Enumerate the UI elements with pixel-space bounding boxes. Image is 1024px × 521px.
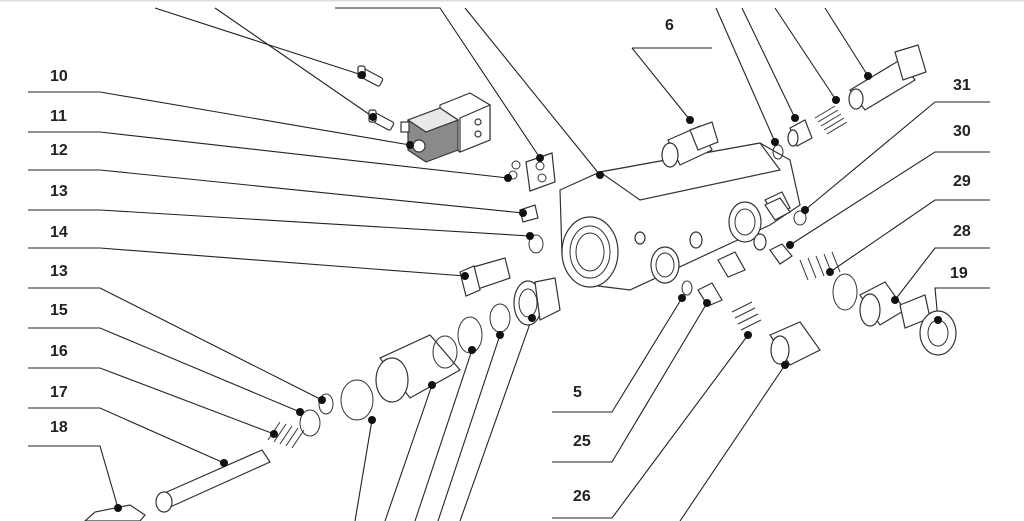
label-19: 19 bbox=[950, 265, 968, 282]
oring-13-upper bbox=[528, 234, 544, 254]
label-15: 15 bbox=[50, 302, 68, 319]
label-11: 11 bbox=[50, 108, 67, 125]
adjuster-28 bbox=[859, 281, 931, 329]
nut-30 bbox=[769, 243, 793, 265]
spring-26 bbox=[731, 301, 762, 331]
nipple-upper bbox=[717, 251, 746, 278]
label-26: 26 bbox=[573, 488, 591, 505]
label-16: 16 bbox=[50, 343, 68, 360]
small-fitting bbox=[772, 119, 813, 160]
fitting-lower bbox=[769, 321, 821, 366]
washer-small bbox=[318, 393, 334, 415]
oring-18 bbox=[340, 379, 374, 421]
label-12: 12 bbox=[50, 142, 68, 159]
spring-top bbox=[814, 105, 848, 135]
sleeve-13-lower bbox=[513, 277, 561, 326]
label-6: 6 bbox=[665, 17, 674, 34]
label-17: 17 bbox=[50, 384, 68, 401]
oring-29 bbox=[832, 273, 858, 311]
valve-body bbox=[559, 142, 801, 291]
washer-15 bbox=[299, 409, 321, 437]
rod-17 bbox=[155, 449, 271, 513]
hex-nut-18 bbox=[84, 504, 146, 521]
label-29: 29 bbox=[953, 173, 971, 190]
fitting-6 bbox=[661, 121, 719, 168]
cartridge-17 bbox=[375, 334, 461, 403]
solenoid-coil bbox=[400, 92, 491, 163]
leader-lines bbox=[28, 7, 990, 521]
label-25: 25 bbox=[573, 433, 591, 450]
nut-19 bbox=[919, 310, 957, 356]
label-30: 30 bbox=[953, 123, 971, 140]
oring-15 bbox=[489, 303, 511, 333]
valve-stem-top bbox=[848, 44, 927, 111]
label-13-upper: 13 bbox=[50, 183, 68, 200]
oring-5 bbox=[681, 280, 693, 296]
label-14: 14 bbox=[50, 224, 68, 241]
callout-dots bbox=[114, 71, 942, 512]
label-18: 18 bbox=[50, 419, 68, 436]
label-10: 10 bbox=[50, 68, 68, 85]
label-13-lower: 13 bbox=[50, 263, 68, 280]
hex-plug-31 bbox=[753, 197, 807, 251]
cap-12 bbox=[519, 204, 539, 223]
gasket-plate bbox=[508, 152, 556, 192]
label-28: 28 bbox=[953, 223, 971, 240]
label-5: 5 bbox=[573, 384, 582, 401]
spring-29 bbox=[799, 251, 841, 281]
label-31: 31 bbox=[953, 77, 971, 94]
